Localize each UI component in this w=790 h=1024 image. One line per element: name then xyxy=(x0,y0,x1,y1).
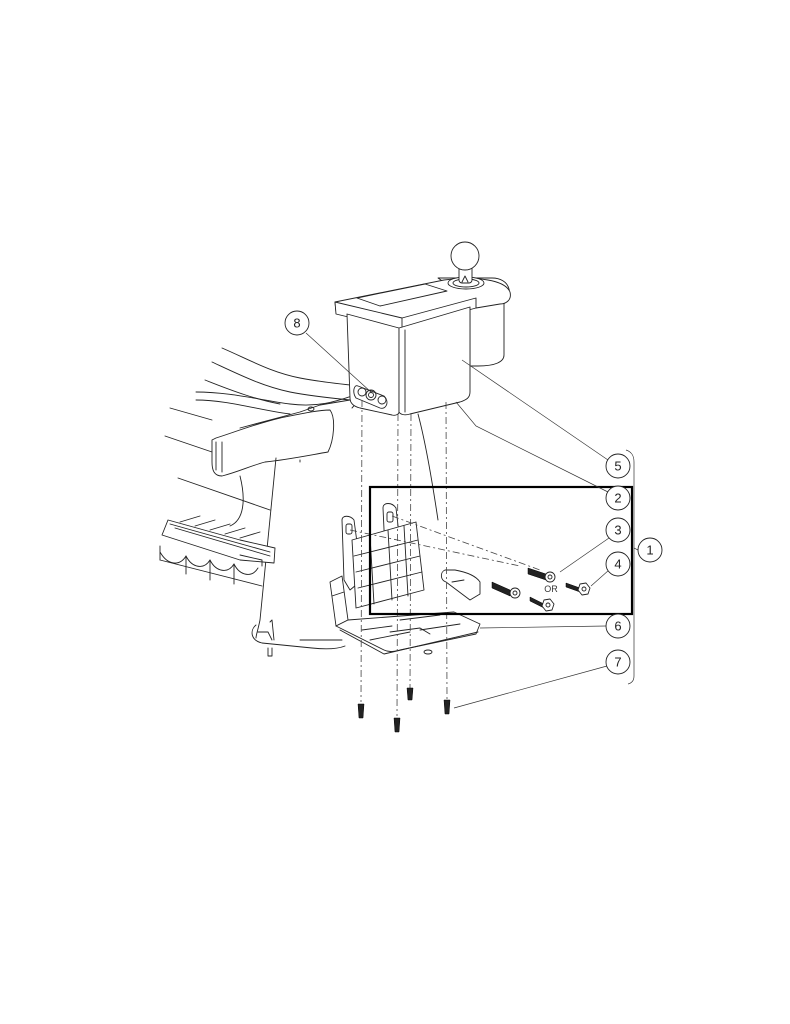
joystick xyxy=(447,241,485,290)
svg-text:5: 5 xyxy=(614,459,621,474)
vehicle-frame xyxy=(159,347,361,657)
callout-7: 7 xyxy=(605,649,631,675)
svg-text:8: 8 xyxy=(293,316,300,331)
leader-lines xyxy=(305,332,610,709)
hex-bolt-b xyxy=(529,596,555,612)
callout-6: 6 xyxy=(605,613,631,639)
callout-bracket xyxy=(625,449,635,685)
or-label: OR xyxy=(544,584,558,594)
tapping-screw-b xyxy=(491,581,521,599)
svg-text:1: 1 xyxy=(646,543,653,558)
svg-text:6: 6 xyxy=(614,619,621,634)
callout-2: 2 xyxy=(605,485,631,511)
callout-3: 3 xyxy=(605,517,631,543)
controller-unit xyxy=(334,241,511,521)
callout-1: 1 xyxy=(637,537,663,563)
callout-4: 4 xyxy=(605,551,631,577)
callout-5: 5 xyxy=(605,453,631,479)
svg-text:2: 2 xyxy=(614,491,621,506)
mounting-bracket xyxy=(353,385,388,409)
tapping-screw-a xyxy=(527,567,556,583)
svg-text:3: 3 xyxy=(614,523,621,538)
base-screws xyxy=(357,687,451,733)
kit-group-box xyxy=(368,485,634,616)
mounting-base xyxy=(329,503,481,655)
assembly-lines xyxy=(349,399,541,717)
svg-text:4: 4 xyxy=(614,557,621,572)
screws-kit: OR xyxy=(491,567,591,612)
svg-text:7: 7 xyxy=(614,655,621,670)
hex-bolt-a xyxy=(565,582,591,596)
callout-8: 8 xyxy=(284,310,310,336)
